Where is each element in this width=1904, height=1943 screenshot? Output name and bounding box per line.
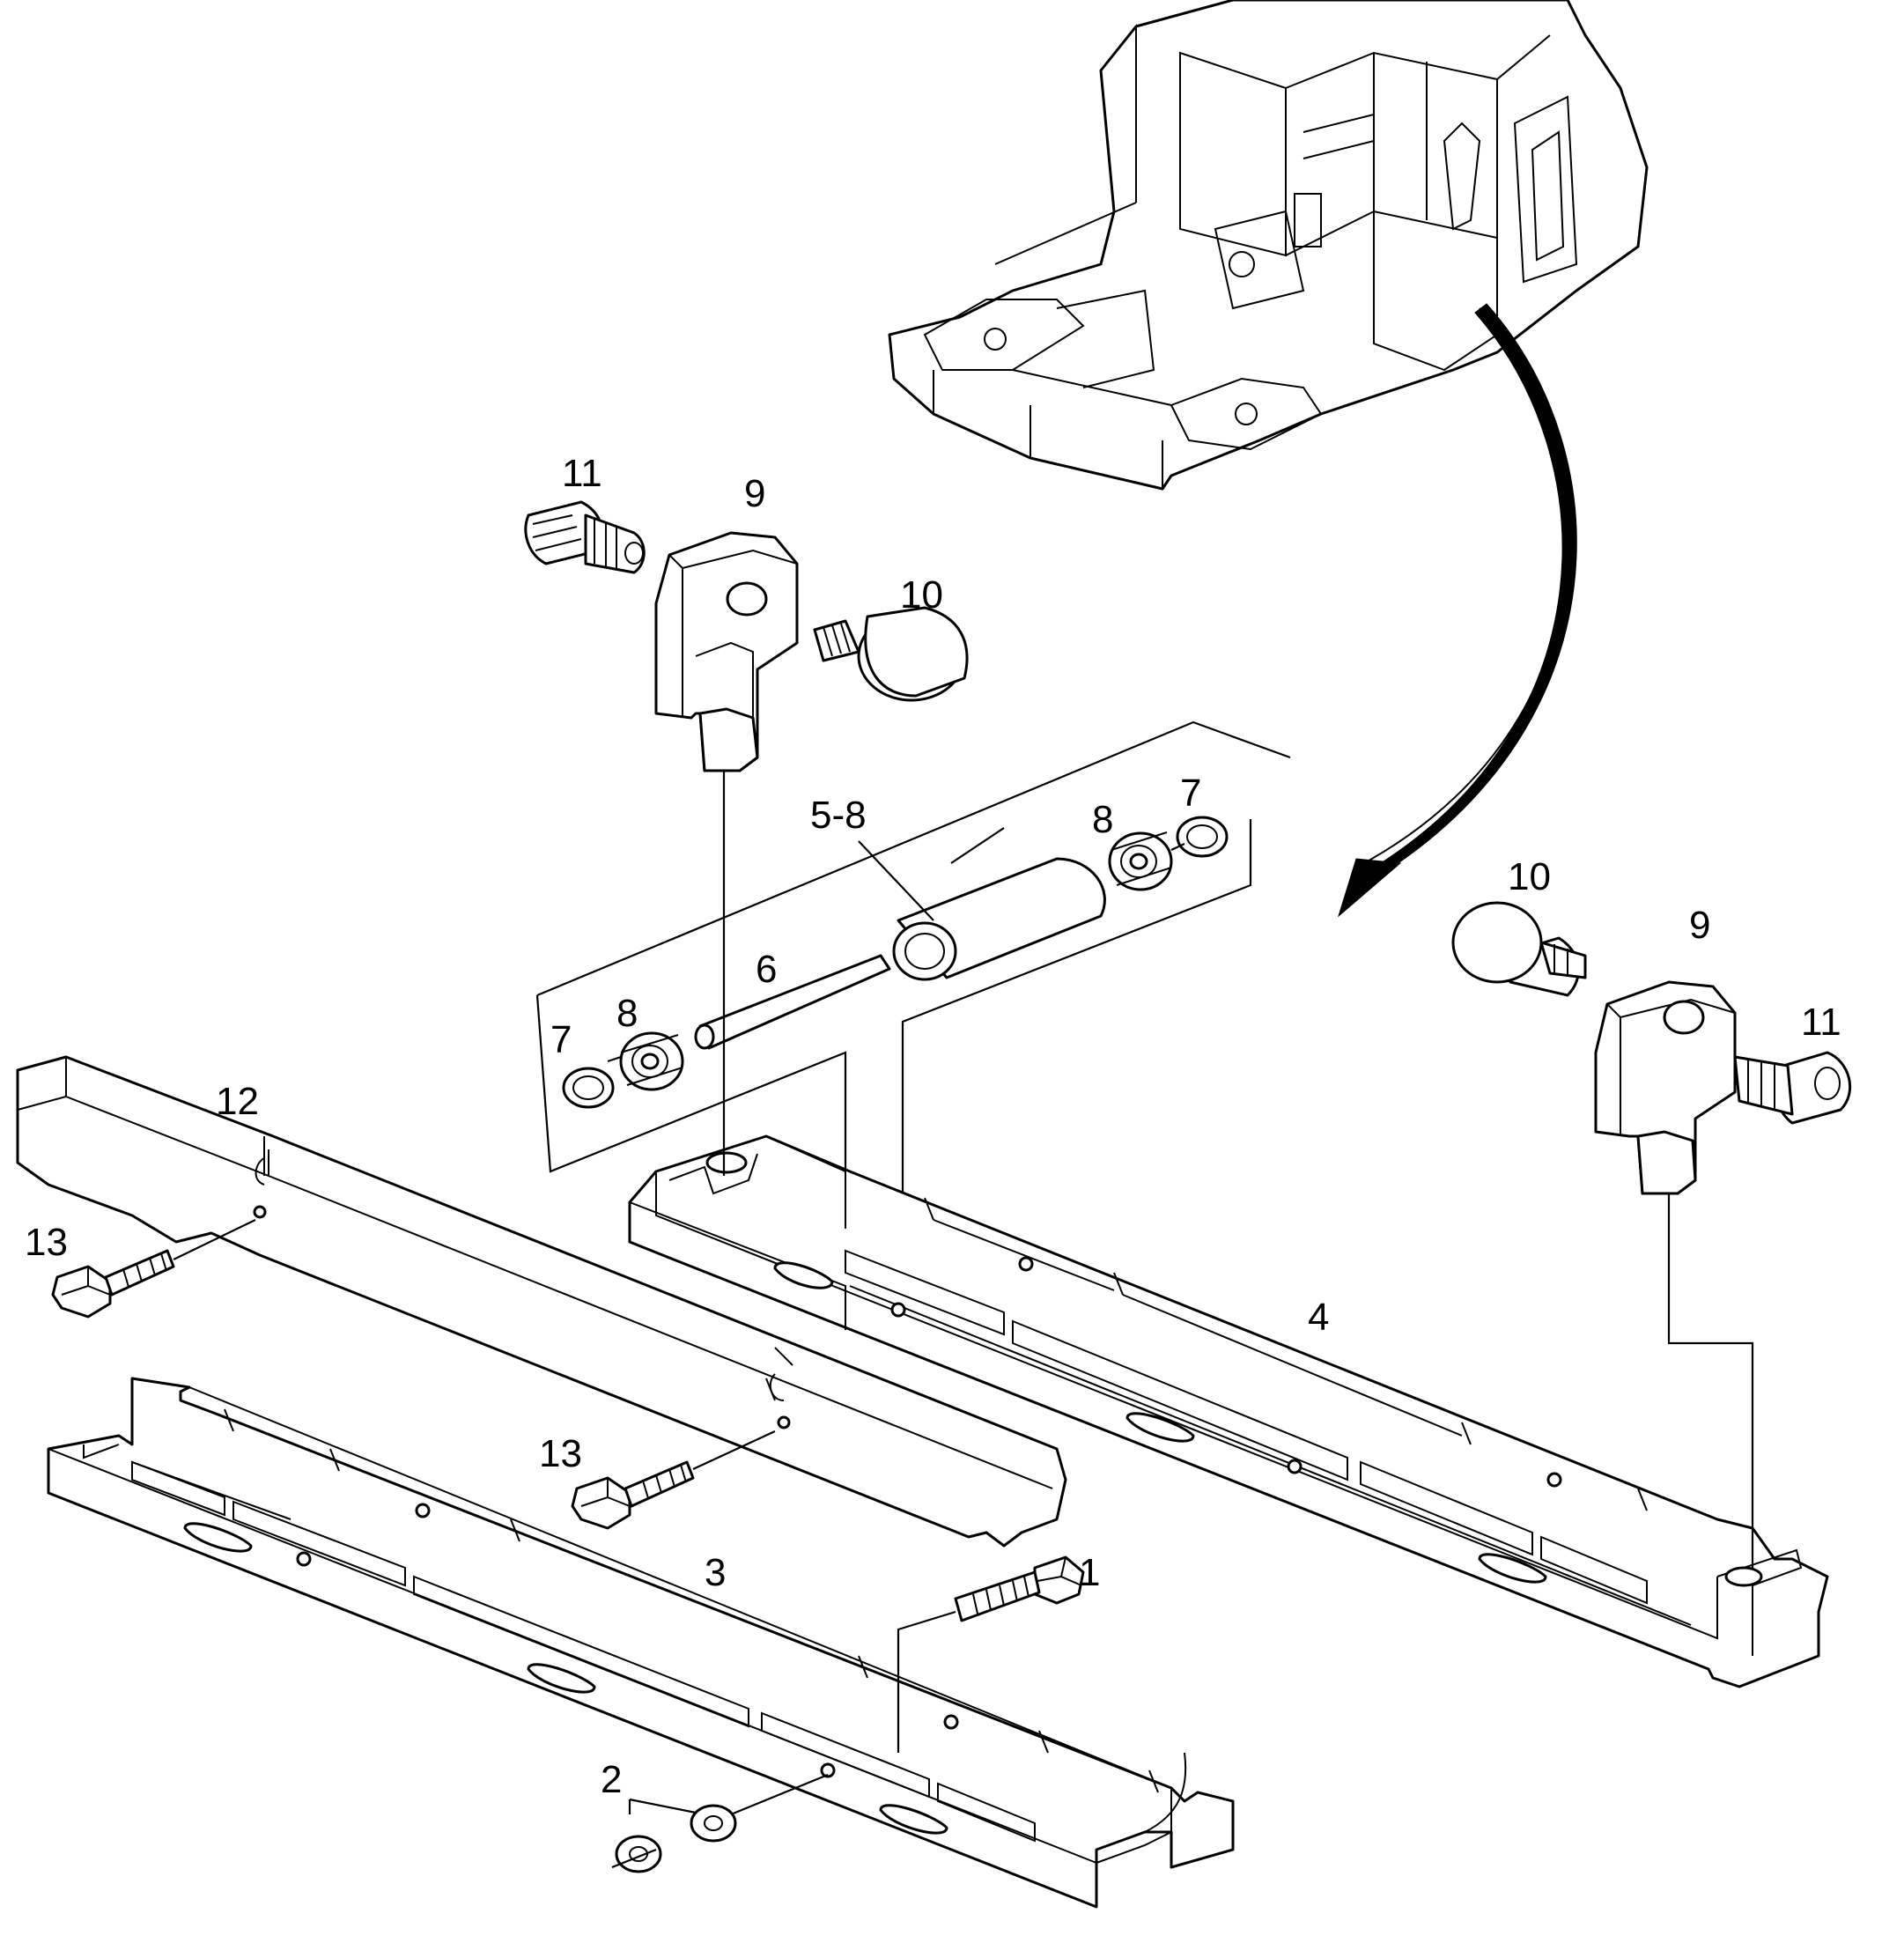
screw-left (524, 500, 646, 574)
rail-4 (628, 1134, 1829, 1688)
screw-right (1733, 1051, 1852, 1125)
assembly-arrow (1338, 303, 1577, 918)
callout-13-left: 13 (25, 1221, 68, 1264)
rail-3 (47, 1377, 1235, 1909)
callout-10-right: 10 (1508, 855, 1551, 898)
bearing-right (1108, 831, 1173, 891)
callouts: 1 2 3 4 5-8 6 7 7 8 8 9 9 10 10 11 11 12… (25, 452, 1841, 1801)
washer-a (615, 1835, 662, 1873)
rail-12 (16, 1055, 1067, 1548)
callout-1: 1 (1079, 1551, 1100, 1594)
bracket-right (1594, 980, 1737, 1195)
callout-13-right: 13 (539, 1432, 582, 1475)
callout-9-left: 9 (744, 472, 765, 515)
callout-8-left: 8 (616, 992, 638, 1035)
callout-7-left: 7 (550, 1018, 572, 1061)
leader-lines (607, 771, 1754, 1869)
bracket-left (654, 531, 799, 772)
washer-b (690, 1804, 737, 1843)
callout-12: 12 (216, 1080, 259, 1123)
bolt-13-left (51, 1219, 256, 1319)
subassembly-outline (535, 720, 1291, 1211)
callout-8-right: 8 (1092, 798, 1113, 841)
snap-ring-left (562, 1067, 615, 1109)
callout-6: 6 (756, 948, 777, 991)
tube-5-8 (892, 857, 1106, 981)
bolt-1 (954, 1555, 1085, 1622)
callout-11-right: 11 (1801, 1001, 1841, 1044)
knob-left (813, 606, 969, 702)
callout-4: 4 (1308, 1296, 1329, 1339)
seat-frame-assembly (888, 0, 1649, 491)
callout-2: 2 (601, 1758, 622, 1801)
callout-7-right: 7 (1180, 772, 1201, 815)
callout-11-left: 11 (562, 452, 602, 495)
bolt-13-right (571, 1430, 776, 1530)
shaft-6 (694, 954, 891, 1050)
snap-ring-right (1176, 816, 1229, 858)
callout-10-left: 10 (900, 573, 943, 617)
callout-9-right: 9 (1689, 904, 1710, 947)
bearing-left (619, 1031, 684, 1091)
knob-right (1451, 901, 1587, 997)
callout-5-8: 5-8 (810, 794, 867, 837)
callout-3: 3 (705, 1551, 726, 1594)
